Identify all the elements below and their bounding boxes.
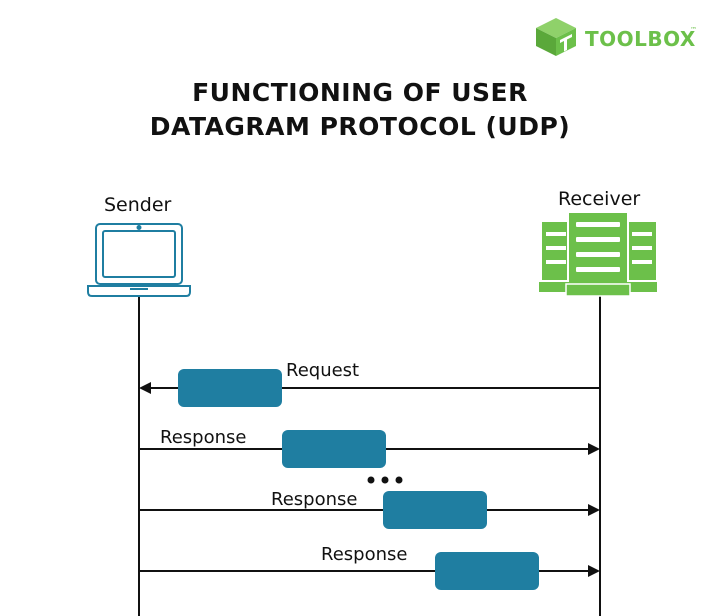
toolbox-logo-icon xyxy=(536,18,576,56)
response-label-1: Response xyxy=(160,427,247,448)
request-label: Request xyxy=(286,360,360,381)
request-packet xyxy=(178,369,282,407)
laptop-icon xyxy=(87,223,191,297)
response-arrowhead-3 xyxy=(588,565,600,577)
response-label-2: Response xyxy=(271,489,358,510)
page-title-line-2: DATAGRAM PROTOCOL (UDP) xyxy=(149,112,571,141)
brand-name: TOOLBOX xyxy=(585,27,696,51)
request-arrowhead xyxy=(139,382,151,394)
response-packet-3 xyxy=(435,552,539,590)
receiver-label: Receiver xyxy=(558,188,641,210)
response-packet-2 xyxy=(383,491,487,529)
brand-trademark: ™ xyxy=(690,26,697,34)
response-label-3: Response xyxy=(321,544,408,565)
response-arrowhead-2 xyxy=(588,504,600,516)
sender-label: Sender xyxy=(104,194,172,216)
response-arrowhead-1 xyxy=(588,443,600,455)
server-icon xyxy=(539,211,657,297)
ellipsis-dots xyxy=(367,476,403,484)
page-title-line-1: FUNCTIONING OF USER xyxy=(192,78,528,107)
response-packet-1 xyxy=(282,430,386,468)
